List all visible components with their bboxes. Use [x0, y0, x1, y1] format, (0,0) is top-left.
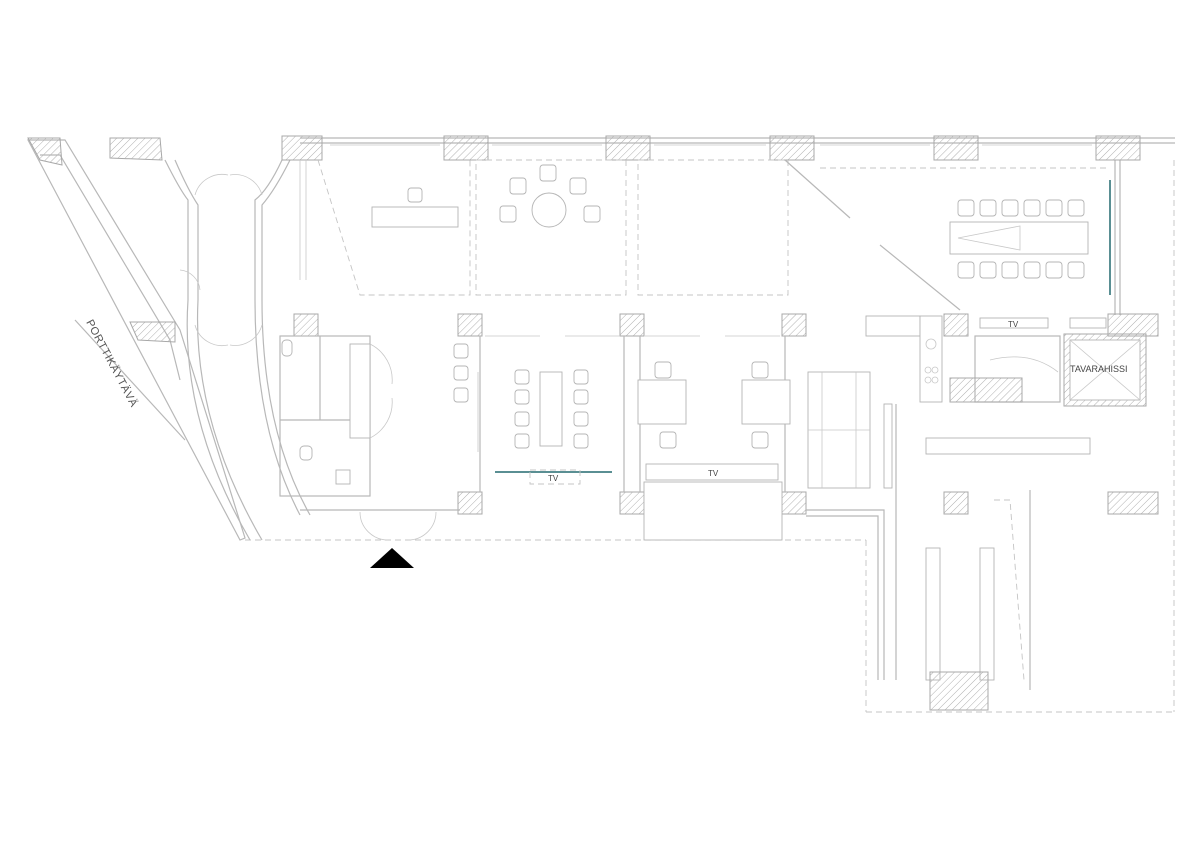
stairs	[949, 335, 1061, 403]
south-wing	[806, 160, 1175, 713]
tv-label-office: TV	[708, 469, 719, 478]
north-lounge	[299, 159, 789, 296]
conference-room: TV	[784, 159, 1111, 329]
west-wedge	[27, 137, 246, 541]
corridor-walls	[164, 159, 311, 541]
kitchen-area	[807, 315, 943, 489]
corridor-bench	[925, 437, 1091, 455]
conference-chairs-top	[957, 199, 1085, 217]
gate-passage-label: PORTTIKÄYTÄVÄ	[83, 318, 139, 410]
conference-chairs-bottom	[957, 261, 1085, 279]
middle-columns	[293, 313, 1159, 515]
open-office: TV	[637, 335, 791, 492]
tv-label-conference: TV	[1008, 320, 1019, 329]
restroom-block	[279, 335, 393, 497]
freight-elevator: TAVARAHISSI	[1063, 333, 1147, 407]
south-facade	[245, 481, 866, 541]
meeting-room: TV	[453, 335, 625, 492]
top-columns	[281, 135, 1141, 161]
tv-label-meeting: TV	[548, 474, 559, 483]
entrance-arrow-icon	[370, 548, 414, 568]
freight-elevator-label: TAVARAHISSI	[1070, 364, 1128, 374]
